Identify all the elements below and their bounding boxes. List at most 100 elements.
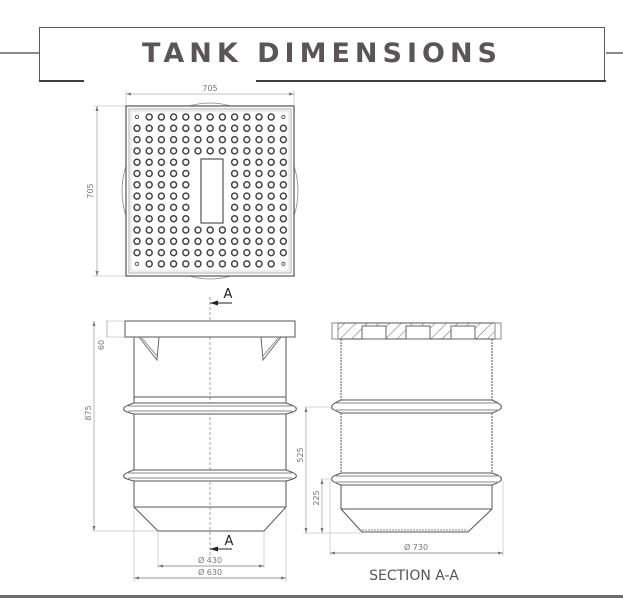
section-marker-top: A	[224, 287, 233, 302]
lid-hole	[267, 203, 275, 212]
lid-hole	[218, 113, 227, 121]
lid-hole	[243, 203, 251, 212]
lid-hole	[182, 203, 190, 212]
lid-hole	[133, 203, 141, 212]
lid-hole	[267, 158, 275, 166]
lid-hole	[145, 248, 153, 257]
lid-hole	[230, 203, 239, 212]
lid-hole	[145, 226, 153, 234]
lid-hole	[281, 115, 286, 120]
lid-hole	[267, 135, 275, 144]
lid-hole	[218, 226, 227, 234]
lid-hole	[206, 147, 214, 155]
lid-hole	[133, 214, 141, 223]
footer-rule	[0, 595, 623, 598]
lid-hole	[145, 260, 153, 268]
lid-hole	[206, 113, 214, 121]
lid-hole	[243, 158, 251, 166]
lid-hole	[145, 181, 153, 189]
lid-hole	[267, 260, 275, 268]
lid-hole	[145, 237, 153, 246]
lid-hole	[169, 248, 178, 257]
title-frame-bottom-right	[256, 80, 606, 82]
lid-hole	[279, 124, 288, 133]
lid-hole	[206, 135, 214, 144]
lid-hole	[169, 124, 178, 133]
lid-hole	[134, 261, 139, 266]
lid-hole	[243, 226, 251, 234]
lid-hole	[255, 147, 263, 155]
title-frame-bottom-left	[39, 80, 84, 82]
page-title: TANK DIMENSIONS	[142, 38, 502, 69]
side-view	[92, 297, 297, 582]
lid-hole	[157, 214, 166, 223]
lid-hole	[157, 260, 166, 268]
lid-hole	[182, 113, 190, 121]
lid-hole	[194, 135, 202, 144]
lid-hole	[194, 248, 202, 257]
lid-hole	[157, 147, 166, 155]
top-width-label: 705	[202, 84, 217, 93]
lid-hole	[267, 226, 275, 234]
lid-hole	[182, 147, 190, 155]
lid-height-label: 60	[97, 340, 106, 350]
lid-hole	[279, 147, 288, 155]
lid-hole	[230, 237, 239, 246]
lid-hole	[218, 147, 227, 155]
lid-hole	[230, 192, 239, 200]
section-view	[303, 322, 504, 556]
lid-hole	[145, 113, 153, 121]
lid-hole	[133, 237, 141, 246]
lid-hole	[194, 237, 202, 246]
lid-hole	[194, 226, 202, 234]
lid-hole	[169, 113, 178, 121]
lid-hole	[279, 214, 288, 223]
top-view	[93, 90, 299, 280]
lid-hole	[169, 169, 178, 178]
lid-hole	[218, 124, 227, 133]
lid-hole	[157, 124, 166, 133]
lid-hole	[279, 192, 288, 200]
lid-hole	[182, 181, 190, 189]
lid-hole	[230, 181, 239, 189]
lid-hole	[194, 124, 202, 133]
lid-hole	[133, 226, 141, 234]
lid-hole	[255, 203, 263, 212]
lid-hole	[255, 113, 263, 121]
lid-hole	[255, 248, 263, 257]
lid-hole	[243, 113, 251, 121]
lid-hole	[218, 248, 227, 257]
lid-hole	[218, 135, 227, 144]
lid-hole	[133, 248, 141, 257]
lid-hole	[145, 135, 153, 144]
lid-hole	[169, 181, 178, 189]
lid-hole	[255, 124, 263, 133]
lid-hole	[182, 237, 190, 246]
lid-hole	[133, 124, 141, 133]
lid-hole	[169, 135, 178, 144]
lid-hole	[145, 169, 153, 178]
lid-hole	[255, 169, 263, 178]
lid-hole	[157, 113, 166, 121]
lid-hole	[279, 203, 288, 212]
lid-hole	[194, 260, 202, 268]
lid-hole	[243, 192, 251, 200]
lid-hole	[157, 226, 166, 234]
lid-hole	[230, 124, 239, 133]
lid-hole	[182, 124, 190, 133]
lid-hole	[133, 147, 141, 155]
lid-hole	[279, 135, 288, 144]
lid-hole	[230, 226, 239, 234]
lid-hole	[133, 181, 141, 189]
lid-hole	[169, 226, 178, 234]
title-frame	[39, 27, 605, 81]
lid-hole	[145, 203, 153, 212]
lid-hole	[218, 237, 227, 246]
lid-hole	[182, 192, 190, 200]
lid-hole	[267, 147, 275, 155]
lid-hole	[243, 214, 251, 223]
lid-hole	[218, 260, 227, 268]
lid-hole	[267, 113, 275, 121]
lid-hole	[267, 214, 275, 223]
lid-hole	[157, 248, 166, 257]
